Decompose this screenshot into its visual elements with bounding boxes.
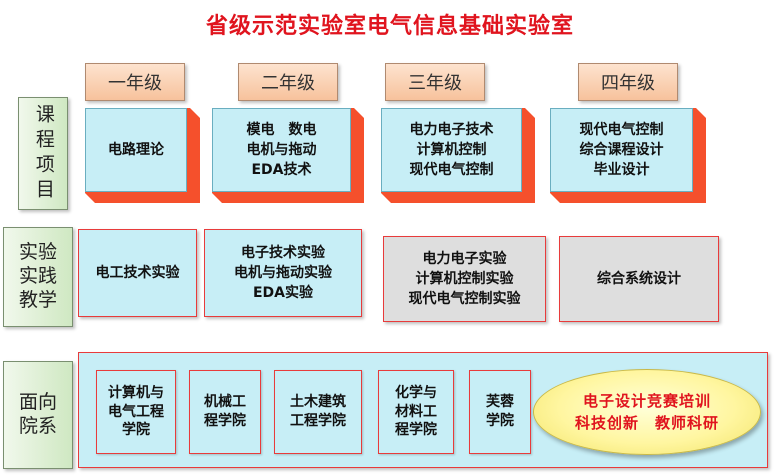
course-box-2: 模电 数电 电机与拖动 EDA技术 [212,108,351,192]
grade-3-header: 三年级 [385,63,485,101]
ellipse-line-2: 科技创新 教师科研 [574,414,719,432]
department-civil-architecture: 土木建筑 工程学院 [274,370,362,454]
department-furong: 芙蓉 学院 [469,370,531,454]
practice-box-2: 电子技术实验 电机与拖动实验 EDA实验 [204,229,362,317]
grade-2-header: 二年级 [238,63,338,101]
department-mechanical: 机械工 程学院 [189,370,261,454]
row-label-departments: 面向 院系 [3,361,73,469]
grade-4-header: 四年级 [578,63,678,101]
practice-box-1: 电工技术实验 [78,229,197,317]
ellipse-line-1: 电子设计竞赛培训 [582,391,711,410]
course-box-3: 电力电子技术 计算机控制 现代电气控制 [381,108,522,192]
department-chemistry-materials: 化学与 材料工 程学院 [378,370,454,454]
diagram-title: 省级示范实验室电气信息基础实验室 [205,14,574,39]
competition-research-ellipse: 电子设计竞赛培训 科技创新 教师科研 [533,369,761,455]
department-computer-electrical: 计算机与 电气工程 学院 [96,370,176,454]
grade-1-header: 一年级 [85,63,185,101]
practice-box-3: 电力电子实验 计算机控制实验 现代电气控制实验 [383,236,546,322]
course-box-4: 现代电气控制 综合课程设计 毕业设计 [550,108,693,192]
row-label-courses: 课程项目 [18,97,68,210]
practice-box-4: 综合系统设计 [559,236,719,322]
row-label-practice: 实验 实践 教学 [3,227,73,327]
course-box-1: 电路理论 [85,108,187,192]
